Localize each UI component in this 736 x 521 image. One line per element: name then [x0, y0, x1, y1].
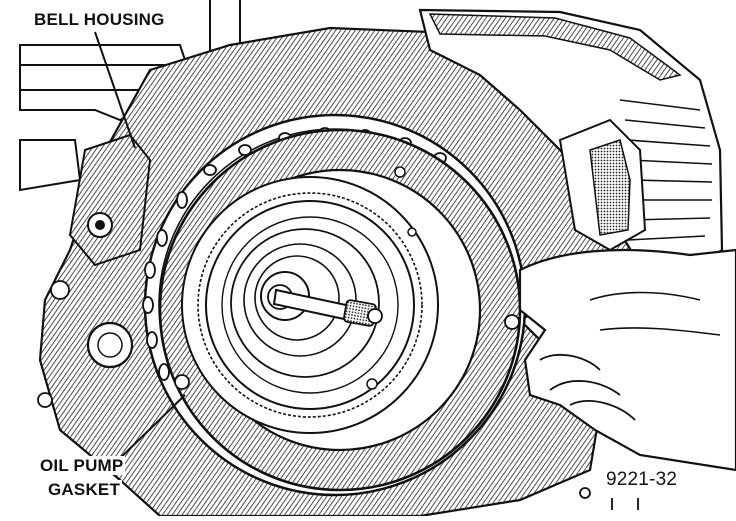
hand-icon	[518, 248, 736, 472]
mounting-ear	[37, 133, 152, 408]
figure-number: 9221-32	[606, 469, 678, 490]
gasket-label: GASKET	[46, 480, 123, 499]
alignment-tool-icon	[272, 288, 383, 327]
oil-pump-label: OIL PUMP	[38, 456, 126, 475]
leader-lines	[94, 31, 186, 469]
figure-ticks	[579, 487, 639, 510]
bell-housing-label: BELL HOUSING	[32, 10, 167, 29]
